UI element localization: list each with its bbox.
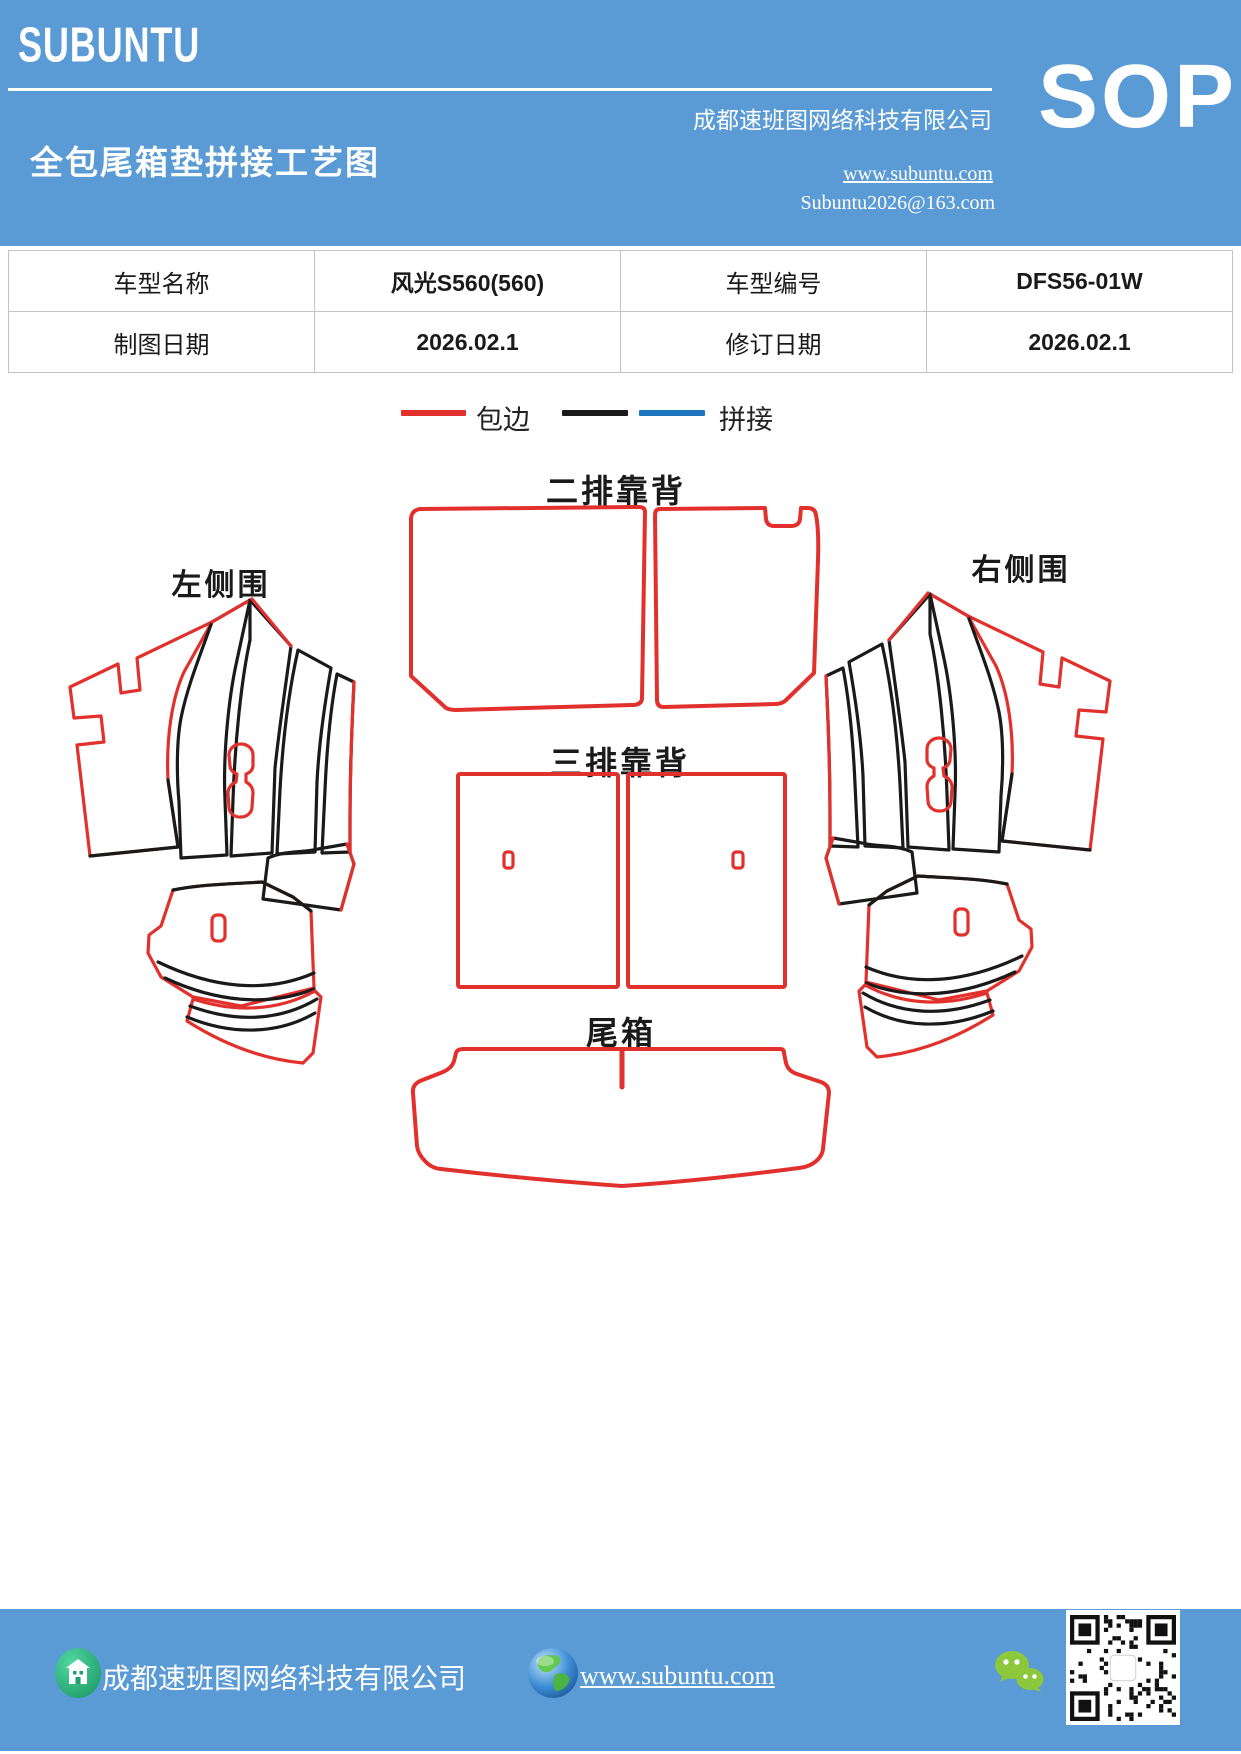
header: SUBUNTU 成都速班图网络科技有限公司 全包尾箱垫拼接工艺图 www.sub… xyxy=(0,0,1241,246)
model-name-label: 车型名称 xyxy=(8,250,315,312)
footer: 成都速班图网络科技有限公司 www.subuntu.com xyxy=(0,1609,1241,1751)
side-band-piece xyxy=(185,989,323,1065)
company-name: 成都速班图网络科技有限公司 xyxy=(693,108,992,133)
side-strip-piece xyxy=(175,598,252,860)
second-row-section-label: 二排靠背 xyxy=(545,473,687,509)
side-notched-piece xyxy=(68,620,214,858)
trunk-section-label: 尾箱 xyxy=(585,1015,657,1051)
splice-legend-label: 拼接 xyxy=(719,405,773,435)
second-row-left-piece xyxy=(409,505,647,712)
brand-logo: SUBUNTU xyxy=(18,18,201,73)
edge-line-swatch xyxy=(401,410,466,416)
right-side-group xyxy=(824,591,1112,1059)
right-side-section-label: 右侧围 xyxy=(971,554,1071,587)
third-row-right-piece xyxy=(626,772,787,989)
table-row: 车型名称 风光S560(560) 车型编号 DFS56-01W xyxy=(8,250,1233,312)
second-row-right-piece xyxy=(653,506,821,709)
footer-company-name: 成都速班图网络科技有限公司 xyxy=(102,1664,467,1695)
qr-code xyxy=(1066,1610,1180,1725)
building-icon xyxy=(55,1648,101,1698)
slot-cutout xyxy=(210,913,227,943)
website-link[interactable]: www.subuntu.com xyxy=(843,163,993,185)
wechat-icon xyxy=(995,1651,1044,1692)
revise-date-value: 2026.02.1 xyxy=(926,311,1233,373)
model-code-label: 车型编号 xyxy=(620,250,927,312)
header-divider xyxy=(8,88,992,91)
globe-icon xyxy=(528,1648,578,1698)
keyhole-cutout xyxy=(226,742,255,819)
side-strip-piece xyxy=(275,648,333,856)
side-strip-piece xyxy=(229,598,293,858)
sop-label: SOP xyxy=(1038,47,1238,147)
edge-legend-label: 包边 xyxy=(476,405,530,435)
side-trapezoid-piece xyxy=(261,842,356,912)
third-row-left-piece xyxy=(456,772,620,989)
email-text[interactable]: Subuntu2026@163.com xyxy=(800,192,995,214)
footer-website-link[interactable]: www.subuntu.com xyxy=(580,1661,775,1690)
third-row-backrest-pieces xyxy=(456,772,787,989)
left-side-section-label: 左侧围 xyxy=(171,569,271,602)
second-row-backrest-pieces xyxy=(409,505,821,712)
model-code-value: DFS56-01W xyxy=(926,250,1233,312)
side-strip-piece xyxy=(320,672,356,855)
slot-cutout xyxy=(731,850,745,870)
third-row-section-label: 三排靠背 xyxy=(549,745,691,781)
splice-blue-swatch xyxy=(639,410,705,416)
left-side-group xyxy=(68,597,356,1065)
model-name-value: 风光S560(560) xyxy=(314,250,621,312)
slot-cutout xyxy=(502,850,515,870)
table-row: 制图日期 2026.02.1 修订日期 2026.02.1 xyxy=(8,311,1233,373)
trunk-outline xyxy=(410,1047,831,1188)
revise-date-label: 修订日期 xyxy=(620,311,927,373)
info-table: 车型名称 风光S560(560) 车型编号 DFS56-01W 制图日期 202… xyxy=(8,250,1233,373)
side-striped-piece xyxy=(146,880,316,1008)
page-title: 全包尾箱垫拼接工艺图 xyxy=(30,144,380,181)
draw-date-label: 制图日期 xyxy=(8,311,315,373)
splice-black-swatch xyxy=(562,410,628,416)
trunk-piece xyxy=(410,1047,831,1188)
draw-date-value: 2026.02.1 xyxy=(314,311,621,373)
